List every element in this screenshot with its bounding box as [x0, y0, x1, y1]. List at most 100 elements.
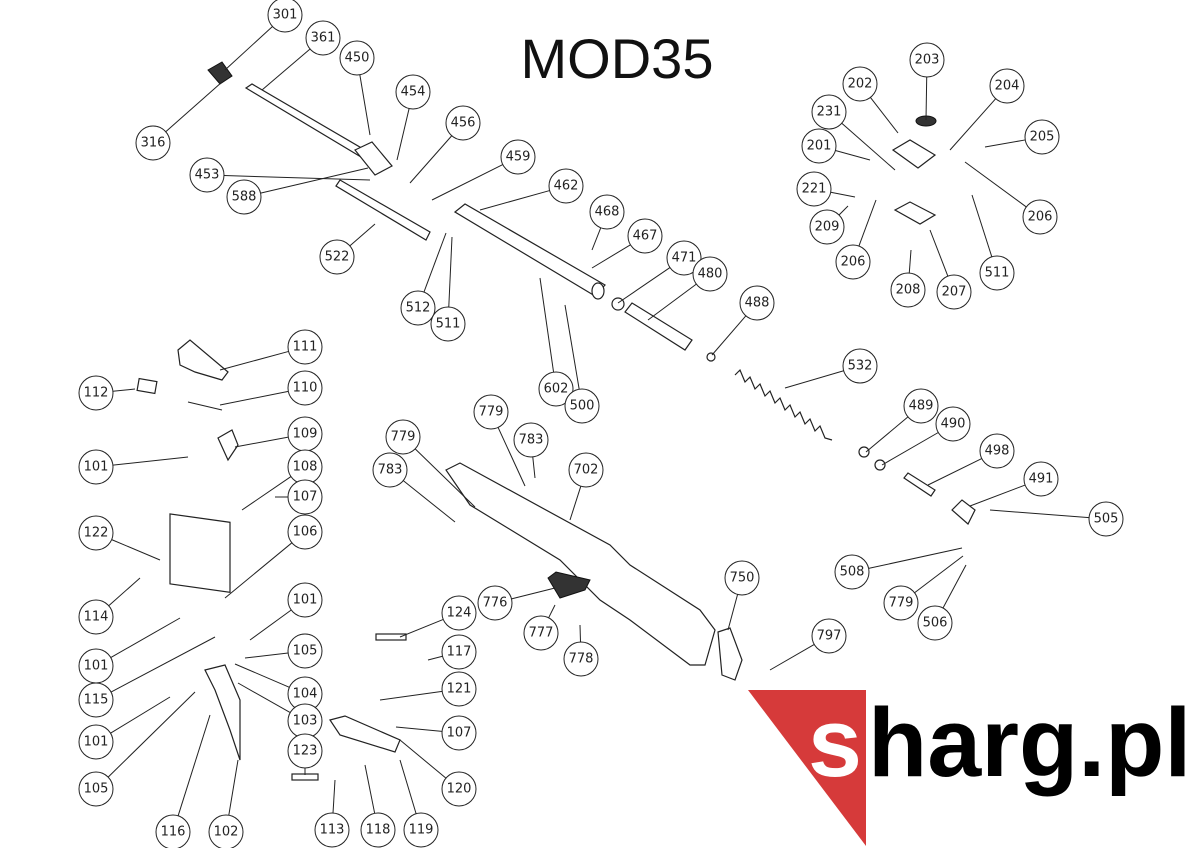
callout-label: 106: [293, 525, 318, 540]
callout-label: 108: [293, 460, 318, 475]
callout-label: 113: [320, 823, 345, 838]
cylinder-end-part: [591, 282, 605, 300]
callout-label: 101: [84, 735, 109, 750]
callout-522: 522: [319, 223, 376, 275]
callout-circle: [319, 239, 355, 275]
callout-circle: [917, 605, 953, 641]
leader-line: [234, 436, 289, 448]
callout-circle: [500, 139, 536, 175]
callout-104: 104: [234, 663, 323, 712]
sear-part: [177, 339, 229, 381]
callout-label: 511: [985, 266, 1010, 281]
callout-115: 115: [78, 636, 216, 718]
piston-part: [624, 302, 693, 351]
leader-line: [359, 74, 371, 136]
callout-label: 111: [293, 340, 318, 355]
leader-line: [711, 315, 747, 356]
callout-label: 783: [378, 463, 403, 478]
sharg-logo: s harg.pl: [748, 688, 1191, 846]
callout-circle: [78, 724, 114, 760]
leader-line: [727, 594, 739, 631]
leader-line: [237, 682, 291, 714]
callout-602: 602: [538, 277, 574, 407]
callout-471: 471: [617, 240, 702, 304]
callout-120: 120: [399, 739, 477, 807]
callout-circle: [1024, 119, 1060, 155]
callout-circle: [339, 40, 375, 76]
callout-label: 797: [817, 629, 842, 644]
callout-107: 107: [275, 479, 323, 515]
callout-circle: [78, 375, 114, 411]
leader-line: [107, 691, 196, 778]
callout-circle: [287, 370, 323, 406]
leader-line: [423, 232, 447, 293]
callout-circle: [809, 209, 845, 245]
callout-circle: [842, 66, 878, 102]
callout-label: 112: [84, 386, 109, 401]
washer-part: [874, 459, 886, 471]
callout-101: 101: [78, 617, 181, 684]
callout-label: 124: [447, 606, 472, 621]
callout-label: 117: [447, 645, 472, 660]
leader-line: [112, 388, 136, 392]
leader-line: [830, 191, 856, 198]
callout-label: 116: [161, 825, 186, 840]
callout-511: 511: [430, 236, 466, 342]
callout-114: 114: [78, 577, 141, 635]
callout-circle: [548, 168, 584, 204]
leader-line: [110, 636, 216, 693]
callout-label: 471: [672, 251, 697, 266]
trigger-housing-part: [169, 513, 231, 594]
barrel-block-part: [354, 141, 393, 176]
logo-text-rest: harg.pl: [868, 688, 1191, 797]
leader-line: [249, 609, 292, 641]
callout-circle: [267, 0, 303, 33]
safety-part: [329, 715, 401, 753]
callout-label: 121: [447, 682, 472, 697]
callout-label: 361: [311, 31, 336, 46]
leader-line: [865, 416, 909, 453]
callout-101: 101: [78, 696, 171, 760]
callout-109: 109: [234, 416, 323, 452]
leader-line: [858, 199, 877, 247]
callout-779: 779: [473, 394, 526, 487]
leader-line: [564, 304, 580, 390]
callout-circle: [842, 348, 878, 384]
callout-783: 783: [513, 422, 549, 479]
trigger-guard-part: [547, 571, 591, 599]
leader-line: [395, 726, 443, 732]
callout-label: 109: [293, 427, 318, 442]
callout-467: 467: [591, 218, 663, 269]
leader-line: [942, 564, 967, 609]
callout-label: 115: [84, 693, 109, 708]
callout-circle: [811, 94, 847, 130]
leader-line: [228, 759, 239, 816]
callout-circle: [835, 244, 871, 280]
callout-circle: [563, 641, 599, 677]
leader-line: [108, 577, 141, 607]
callout-circle: [473, 394, 509, 430]
guide-part: [903, 472, 936, 497]
callout-circle: [78, 515, 114, 551]
callout-circle: [627, 218, 663, 254]
callout-circle: [1022, 199, 1058, 235]
leader-line: [868, 547, 963, 569]
leader-line: [260, 167, 369, 194]
leader-line: [949, 98, 997, 151]
callout-circle: [395, 74, 431, 110]
callout-circle: [226, 179, 262, 215]
callout-label: 500: [570, 399, 595, 414]
callout-301: 301: [224, 0, 303, 71]
callout-circle: [441, 771, 477, 807]
callout-label: 779: [889, 596, 914, 611]
callout-505: 505: [989, 501, 1124, 537]
callout-circle: [834, 554, 870, 590]
callout-490: 490: [881, 406, 971, 466]
callout-203: 203: [909, 42, 945, 121]
callout-label: 208: [896, 283, 921, 298]
callout-label: 316: [141, 136, 166, 151]
callout-511: 511: [971, 194, 1015, 291]
callout-circle: [403, 812, 439, 848]
